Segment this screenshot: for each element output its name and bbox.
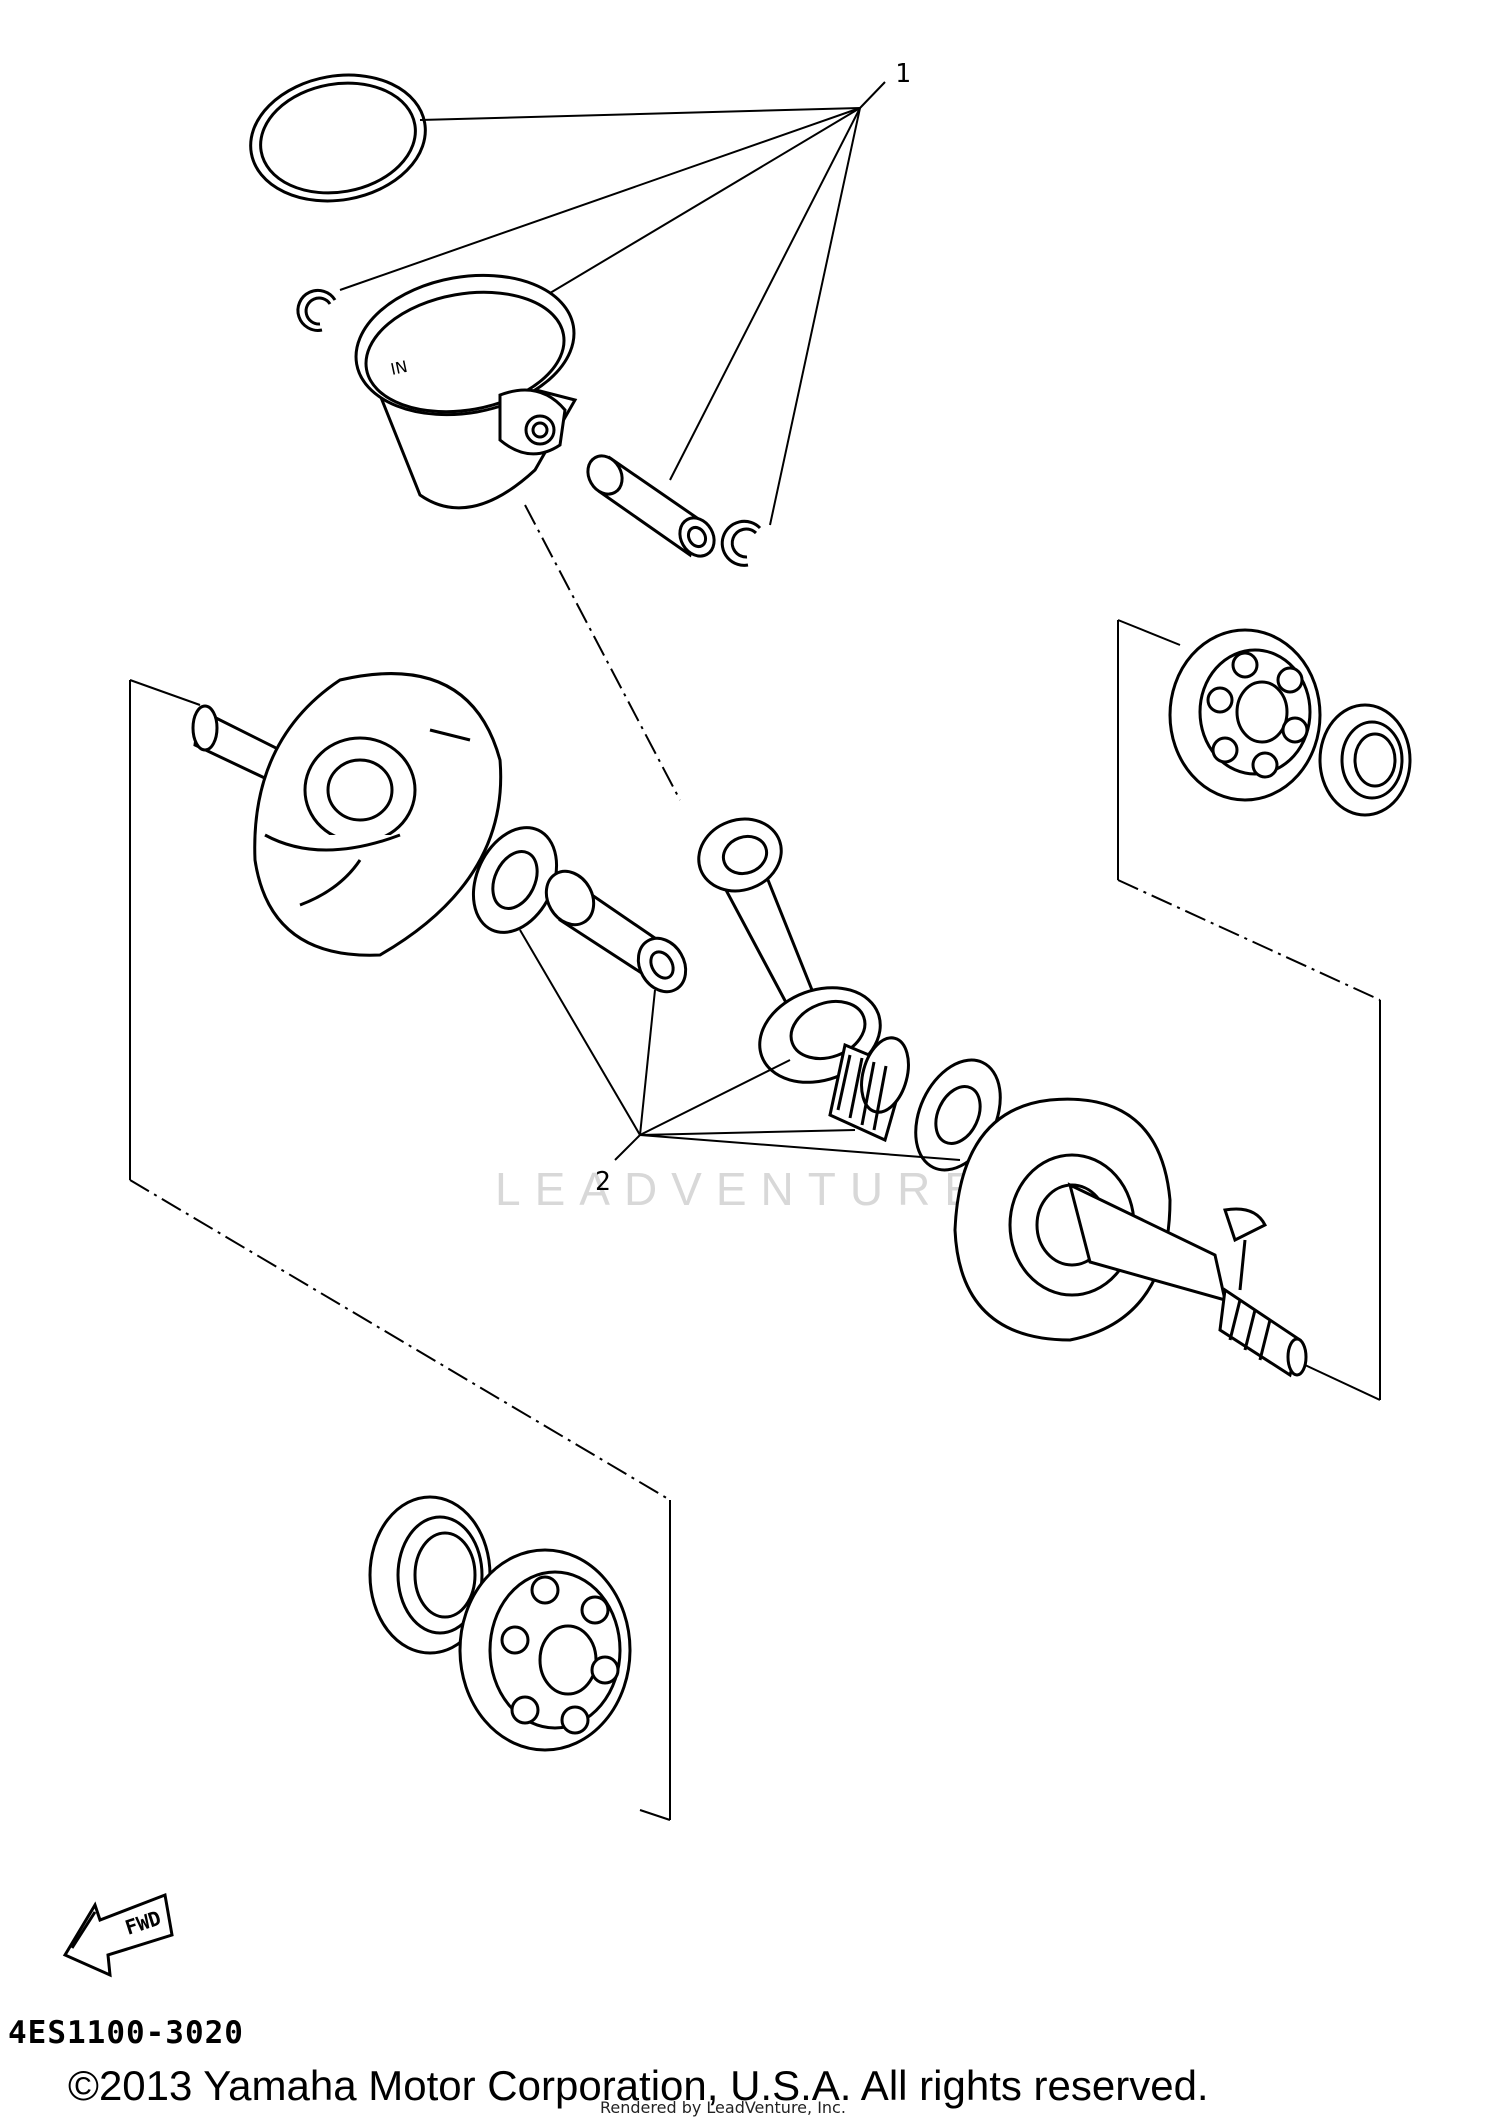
connecting-rod[interactable] bbox=[689, 808, 894, 1099]
callout-2-label[interactable]: 2 bbox=[595, 1167, 611, 1197]
watermark-text: LEADVENTURE bbox=[495, 1163, 989, 1215]
left-bracket-lines bbox=[129, 679, 671, 1821]
copyright-notice: ©2013 Yamaha Motor Corporation, U.S.A. A… bbox=[68, 2062, 1209, 2109]
woodruff-key[interactable] bbox=[1223, 1207, 1268, 1291]
crank-pin[interactable] bbox=[537, 863, 695, 1000]
oil-seal-upper-right[interactable] bbox=[1318, 703, 1412, 817]
diagram-part-code: 4ES1100-3020 bbox=[8, 2015, 244, 2051]
fwd-arrow bbox=[62, 1892, 174, 1978]
bearing-lower-left[interactable] bbox=[458, 1548, 632, 1752]
needle-bearing[interactable] bbox=[828, 1033, 916, 1143]
piston-pin[interactable] bbox=[581, 450, 721, 563]
circlip-right[interactable] bbox=[720, 519, 762, 567]
crankshaft-right[interactable] bbox=[953, 1097, 1308, 1378]
rendered-by-note: Rendered by LeadVenture, Inc. bbox=[600, 2098, 846, 2117]
crankshaft-left[interactable] bbox=[191, 672, 503, 957]
assembly-axis-piston bbox=[524, 504, 681, 801]
circlip-left[interactable] bbox=[296, 288, 337, 332]
piston-ring[interactable] bbox=[241, 62, 436, 215]
thrust-washer-left[interactable] bbox=[457, 814, 572, 946]
callout-1-label[interactable]: 1 bbox=[895, 59, 911, 89]
right-bracket-lines bbox=[1117, 619, 1381, 1401]
bearing-upper-right[interactable] bbox=[1168, 628, 1322, 802]
piston-direction-mark: IN bbox=[389, 357, 409, 379]
callout-2-leaders bbox=[519, 929, 961, 1161]
piston[interactable] bbox=[345, 259, 585, 510]
oil-seal-lower-left[interactable] bbox=[368, 1495, 492, 1655]
callout-1-leaders bbox=[339, 81, 886, 526]
